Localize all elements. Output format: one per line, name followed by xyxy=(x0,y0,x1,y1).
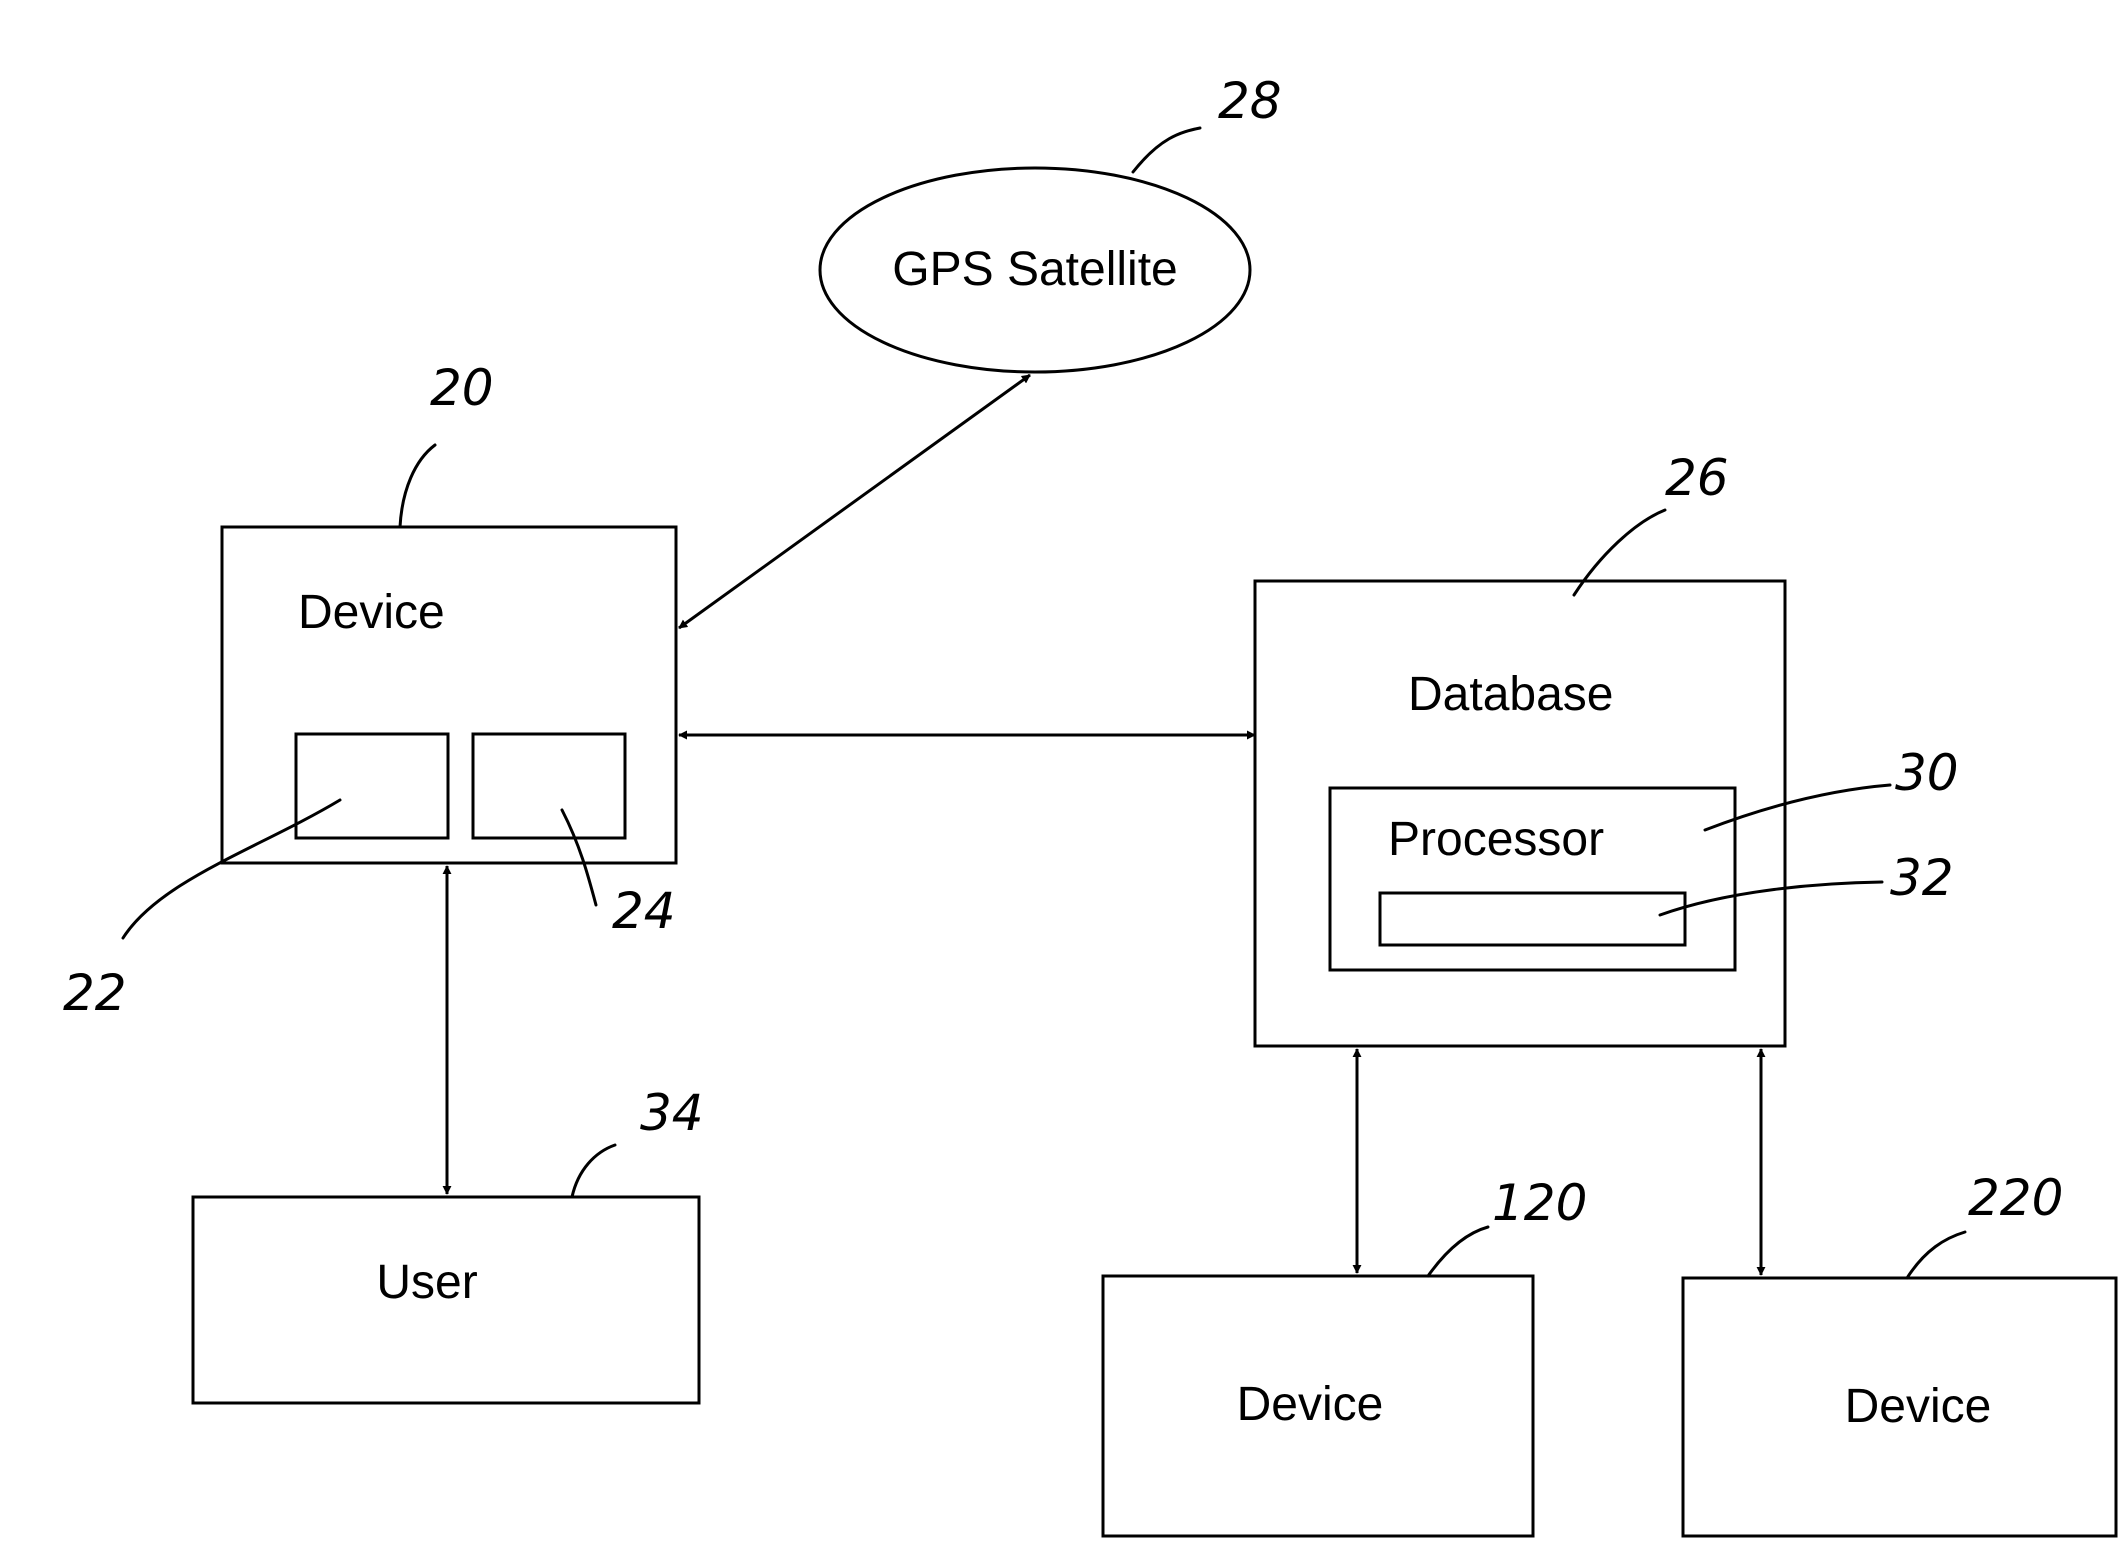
ref-number-26: 26 xyxy=(1665,449,1729,507)
gps-satellite-node: GPS Satellite xyxy=(820,168,1250,372)
ref-number-24: 24 xyxy=(612,882,676,940)
ref-number-34: 34 xyxy=(640,1084,704,1142)
ref-leader-120 xyxy=(1428,1227,1488,1276)
device-main-node: Device xyxy=(222,527,676,863)
ref-number-28: 28 xyxy=(1218,72,1282,130)
ref-leader-20 xyxy=(400,445,435,527)
processor-module xyxy=(1380,893,1685,945)
ref-number-220: 220 xyxy=(1968,1169,2063,1227)
processor-label: Processor xyxy=(1388,813,1604,866)
user-label: User xyxy=(376,1256,477,1309)
device-220-label: Device xyxy=(1845,1380,1992,1433)
ref-number-32: 32 xyxy=(1890,849,1954,907)
device-220-node: Device xyxy=(1683,1278,2116,1536)
subcomponent-a xyxy=(296,734,448,838)
user-node: User xyxy=(193,1197,699,1403)
ref-number-30: 30 xyxy=(1895,744,1959,802)
ref-number-20: 20 xyxy=(430,359,494,417)
database-node: Database Processor xyxy=(1255,581,1785,1046)
gps-satellite-label: GPS Satellite xyxy=(892,243,1177,296)
device-120-label: Device xyxy=(1237,1378,1384,1431)
ref-leader-220 xyxy=(1907,1232,1965,1278)
edge-device-gps xyxy=(679,375,1030,628)
ref-leader-34 xyxy=(572,1145,615,1197)
ref-leader-28 xyxy=(1133,128,1200,172)
ref-number-120: 120 xyxy=(1492,1174,1587,1232)
ref-number-22: 22 xyxy=(63,964,127,1022)
device-120-node: Device xyxy=(1103,1276,1533,1536)
device-main-label: Device xyxy=(298,586,445,639)
database-label: Database xyxy=(1408,668,1613,721)
subcomponent-b xyxy=(473,734,625,838)
